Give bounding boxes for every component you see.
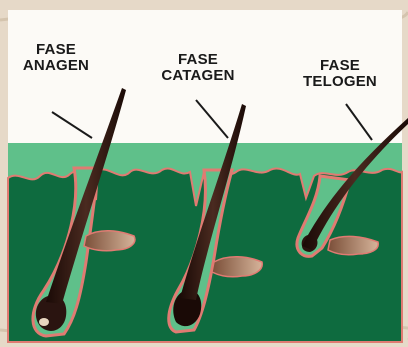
anagen-gland [84,231,135,251]
label-fase-anagen: FASE ANAGEN [16,42,96,74]
label-fase-telogen: FASE TELOGEN [298,58,382,90]
label-telogen-line2: TELOGEN [298,74,382,90]
label-telogen-line1: FASE [298,58,382,74]
label-fase-catagen: FASE CATAGEN [148,52,248,84]
anagen-papilla [39,318,49,326]
label-catagen-line1: FASE [148,52,248,68]
telogen-gland [328,236,378,254]
catagen-gland [212,257,262,277]
label-anagen-line2: ANAGEN [16,58,96,74]
label-catagen-line2: CATAGEN [148,68,248,84]
label-anagen-line1: FASE [16,42,96,58]
